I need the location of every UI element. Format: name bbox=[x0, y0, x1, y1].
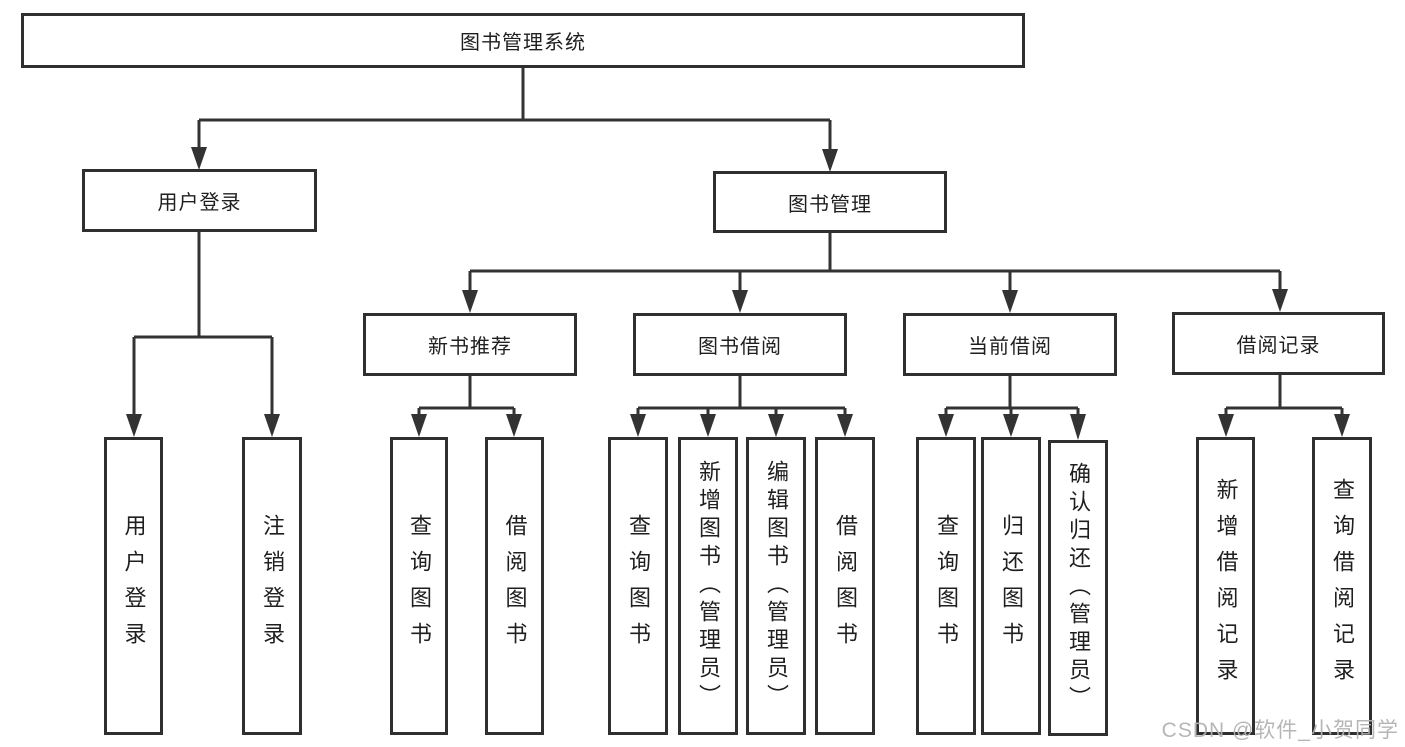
node-borrowing-records: 借阅记录 bbox=[1172, 312, 1385, 375]
node-label: 图书借阅 bbox=[698, 336, 782, 358]
node-label: 用户登录 bbox=[157, 192, 242, 214]
arrowhead-icon bbox=[630, 414, 646, 437]
node-library-management-system: 图书管理系统 bbox=[21, 13, 1025, 68]
node-label: 借阅图书 bbox=[833, 514, 858, 658]
arrowhead-icon bbox=[1218, 414, 1234, 437]
leaf-edit-book-admin: 编辑图书（管理员） bbox=[746, 437, 806, 735]
node-label: 新增图书（管理员） bbox=[696, 460, 721, 712]
node-label: 图书管理系统 bbox=[460, 32, 586, 54]
arrowhead-icon bbox=[700, 414, 716, 437]
node-label: 查询图书 bbox=[626, 514, 651, 658]
node-label: 用户登录 bbox=[121, 514, 147, 658]
leaf-add-borrow-record: 新增借阅记录 bbox=[1196, 437, 1255, 735]
arrowhead-icon bbox=[462, 290, 478, 313]
leaf-query-borrow-record: 查询借阅记录 bbox=[1312, 437, 1372, 735]
leaf-user-login: 用户登录 bbox=[104, 437, 163, 735]
node-label: 借阅记录 bbox=[1236, 335, 1321, 357]
node-label: 查询图书 bbox=[407, 514, 432, 658]
arrowhead-icon bbox=[1003, 414, 1019, 437]
node-label: 图书管理 bbox=[788, 193, 872, 216]
node-book-management: 图书管理 bbox=[713, 171, 947, 233]
leaf-borrow-books: 借阅图书 bbox=[815, 437, 875, 735]
node-label: 编辑图书（管理员） bbox=[764, 460, 789, 712]
arrowhead-icon bbox=[411, 414, 427, 437]
leaf-query-books-recommend: 查询图书 bbox=[390, 437, 448, 735]
node-new-book-recommend: 新书推荐 bbox=[363, 313, 577, 376]
node-label: 当前借阅 bbox=[968, 336, 1052, 358]
leaf-logout: 注销登录 bbox=[242, 437, 302, 735]
arrowhead-icon bbox=[837, 414, 853, 437]
arrowhead-icon bbox=[1002, 290, 1018, 313]
leaf-add-book-admin: 新增图书（管理员） bbox=[678, 437, 738, 735]
node-user-login: 用户登录 bbox=[82, 169, 317, 232]
leaf-query-books-borrowing: 查询图书 bbox=[608, 437, 668, 735]
node-book-borrowing: 图书借阅 bbox=[633, 313, 847, 376]
node-label: 确认归还（管理员） bbox=[1066, 462, 1091, 714]
arrowhead-icon bbox=[126, 414, 142, 437]
leaf-confirm-return-admin: 确认归还（管理员） bbox=[1048, 440, 1108, 736]
node-label: 新书推荐 bbox=[428, 336, 512, 358]
leaf-query-books-current: 查询图书 bbox=[916, 437, 976, 735]
arrowhead-icon bbox=[768, 414, 784, 437]
arrowhead-icon bbox=[732, 290, 748, 313]
arrowhead-icon bbox=[1334, 414, 1350, 437]
node-current-borrowing: 当前借阅 bbox=[903, 313, 1117, 376]
node-label: 查询图书 bbox=[934, 514, 959, 658]
node-label: 查询借阅记录 bbox=[1330, 478, 1355, 694]
csdn-watermark: CSDN @软件_小贺同学 bbox=[1161, 719, 1399, 742]
arrowhead-icon bbox=[264, 414, 280, 437]
arrowhead-icon bbox=[1272, 289, 1288, 312]
leaf-borrow-books-recommend: 借阅图书 bbox=[485, 437, 544, 735]
arrowhead-icon bbox=[822, 149, 838, 172]
arrowhead-icon bbox=[938, 414, 954, 437]
leaf-return-books: 归还图书 bbox=[981, 437, 1041, 735]
node-label: 借阅图书 bbox=[502, 514, 528, 658]
arrowhead-icon bbox=[191, 147, 207, 170]
arrowhead-icon bbox=[1070, 414, 1086, 440]
arrowhead-icon bbox=[506, 414, 522, 437]
node-label: 归还图书 bbox=[999, 514, 1024, 658]
node-label: 新增借阅记录 bbox=[1213, 478, 1239, 694]
node-label: 注销登录 bbox=[260, 514, 285, 658]
